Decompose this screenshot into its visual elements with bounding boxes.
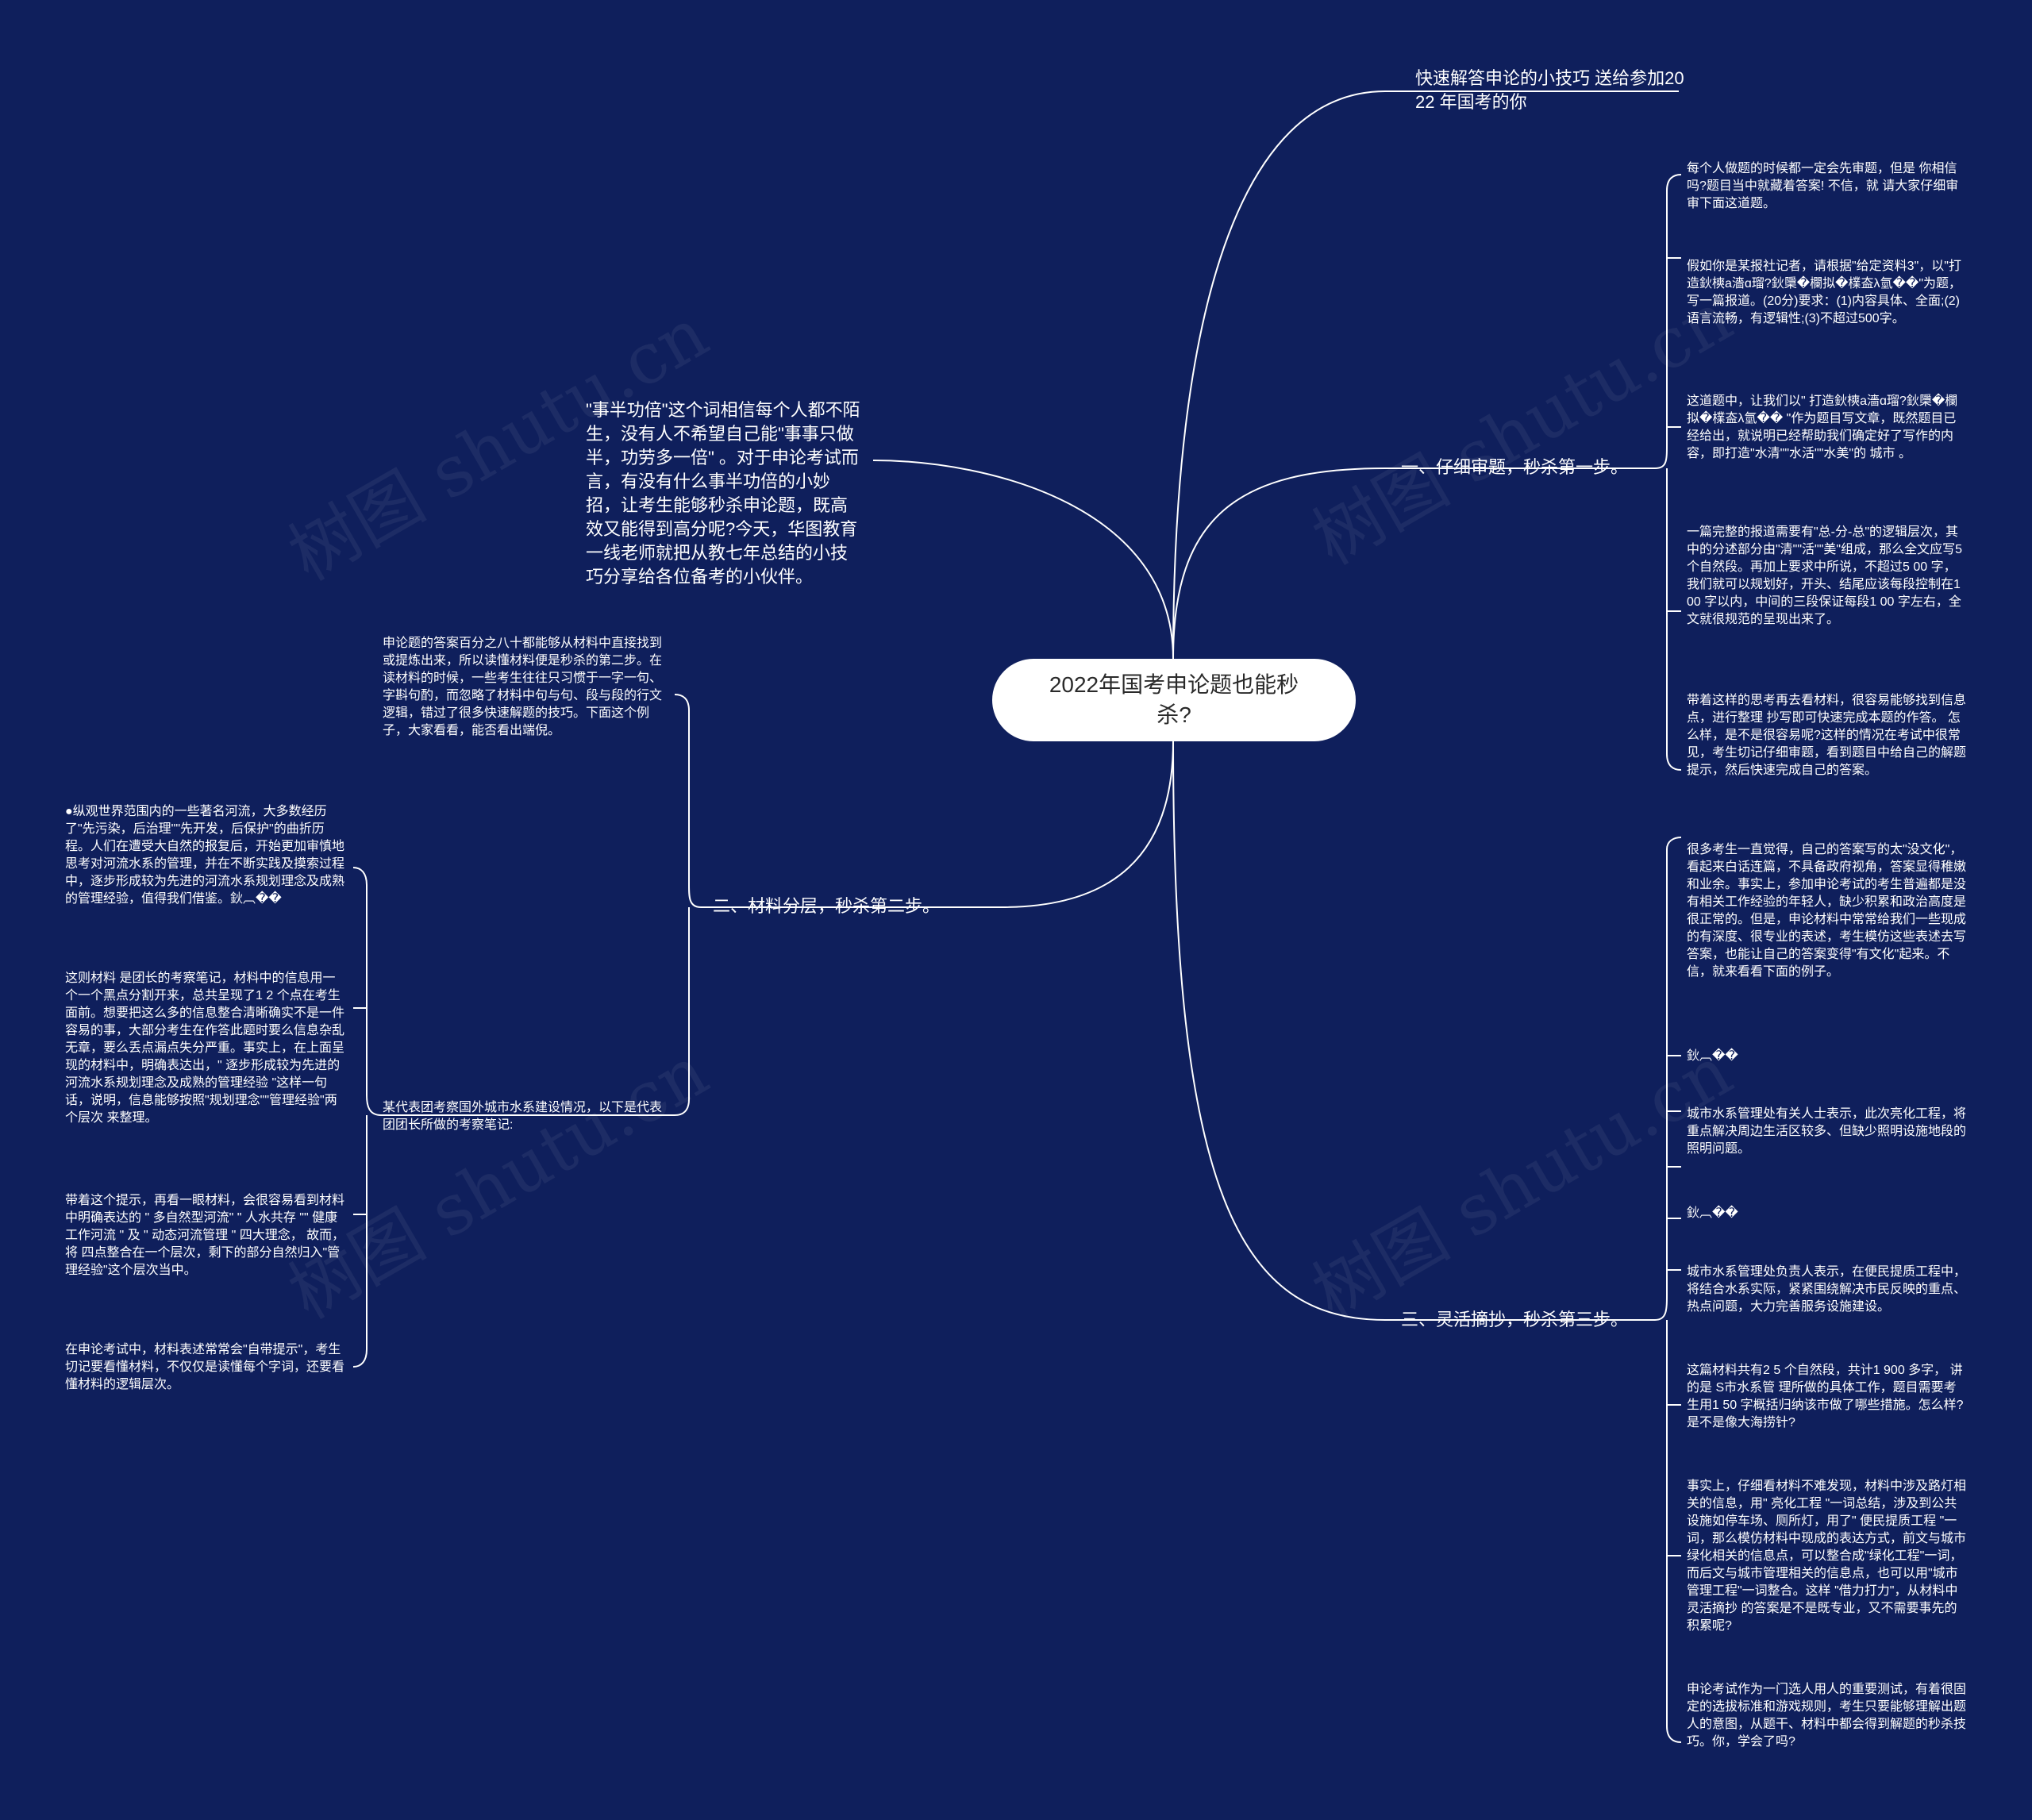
b2-leaf: ●纵观世界范围内的一些著名河流，大多数经历了"先污染，后治理""先开发，后保护"…	[65, 805, 345, 906]
b1-bracket	[1654, 174, 1682, 771]
b3-ticks	[1667, 1055, 1681, 1556]
b2-sub2-bracket	[352, 867, 382, 1368]
link-root-intro	[872, 460, 1174, 660]
intro-text: "事半功倍"这个词相信每个人都不陌生，没有人不希望自己能"事事只做半，功劳多一倍…	[586, 400, 860, 587]
b3-leaf: 事实上，仔细看材料不难发现，材料中涉及路灯相关的信息，用" 亮化工程 "一词总结…	[1687, 1479, 1967, 1633]
b2-sub-node: 申论题的答案百分之八十都能够从材料中直接找到或提炼出来，所以读懂材料便是秒杀的第…	[383, 637, 663, 737]
branch-b2-label[interactable]: 二、材料分层，秒杀第二步。	[713, 896, 941, 916]
b2-leaf: 这则材料 是团长的考察笔记，材料中的信息用一个一个黑点分割开来，总共呈现了1 2…	[65, 972, 345, 1125]
branch-b3-label[interactable]: 三、灵活摘抄，秒杀第三步。	[1401, 1310, 1629, 1329]
link-root-b1	[1172, 468, 1386, 660]
b1-ticks	[1667, 257, 1681, 612]
root-node[interactable]: 2022年国考申论题也能秒杀?	[992, 659, 1356, 741]
b3-leaf: 申论考试作为一门选人用人的重要测试，有着很固定的选拔标准和游戏规则，考生只要能够…	[1687, 1683, 1967, 1749]
b1-leaf: 假如你是某报社记者，请根据"给定资料3"，以"打造鈥樉a濇ɑ瑠?鈥檃�欄拟�檏盇…	[1687, 260, 1962, 325]
branch-b1-label[interactable]: 一、仔细审题，秒杀第一步。	[1401, 457, 1629, 477]
b3-leaf: 城市水系管理处有关人士表示，此次亮化工程，将重点解决周边生活区较多、但缺少照明设…	[1687, 1107, 1967, 1156]
b3-leaf: 鈥︹��	[1687, 1206, 1738, 1220]
link-root-b2	[1001, 741, 1174, 908]
link-root-b3	[1172, 741, 1386, 1321]
b3-bracket	[1654, 837, 1682, 1743]
b3-leaf: 很多考生一直觉得，自己的答案写的太"没文化"，看起来白话连篇，不具备政府视角，答…	[1687, 843, 1967, 979]
b3-leaf: 这篇材料共有2 5 个自然段，共计1 900 多字， 讲的是 S市水系管 理所做…	[1687, 1364, 1964, 1429]
b3-leaf: 城市水系管理处负责人表示，在便民提质工程中，将结合水系实际，紧紧围绕解决市民反映…	[1687, 1265, 1967, 1314]
b2-leaf: 在申论考试中，材料表述常常会"自带提示"，考生切记要看懂材料，不仅仅是读懂每个字…	[65, 1343, 345, 1391]
b1-leaf: 一篇完整的报道需要有"总-分-总"的逻辑层次，其中的分述部分由"清""活""美"…	[1687, 525, 1965, 626]
b2-bracket	[674, 694, 702, 1116]
b2-leaf: 带着这个提示，再看一眼材料，会很容易看到材料中明确表达的 " 多自然型河流" "…	[65, 1194, 345, 1277]
link-root-top	[1172, 90, 1386, 660]
b3-leaf: 鈥︹��	[1687, 1049, 1738, 1063]
b1-leaf: 带着这样的思考再去看材料，很容易能够找到信息点，进行整理 抄写即可快速完成本题的…	[1687, 694, 1967, 777]
b1-leaf: 每个人做题的时候都一定会先审题，但是 你相信吗?题目当中就藏着答案! 不信，就 …	[1687, 162, 1959, 210]
branch-top-label[interactable]: 快速解答申论的小技巧 送给参加2022 年国考的你	[1415, 68, 1684, 112]
root-label: 2022年国考申论题也能秒杀?	[1049, 672, 1299, 727]
b2-sub2-ticks	[353, 1007, 367, 1215]
b1-leaf: 这道题中，让我们以" 打造鈥樉a濇ɑ瑠?鈥檃�欄拟�檏盇λ氫�� "作为题目写文…	[1687, 394, 1958, 460]
b2-sub-node: 某代表团考察国外城市水系建设情况，以下是代表团团长所做的考察笔记:	[383, 1101, 663, 1132]
